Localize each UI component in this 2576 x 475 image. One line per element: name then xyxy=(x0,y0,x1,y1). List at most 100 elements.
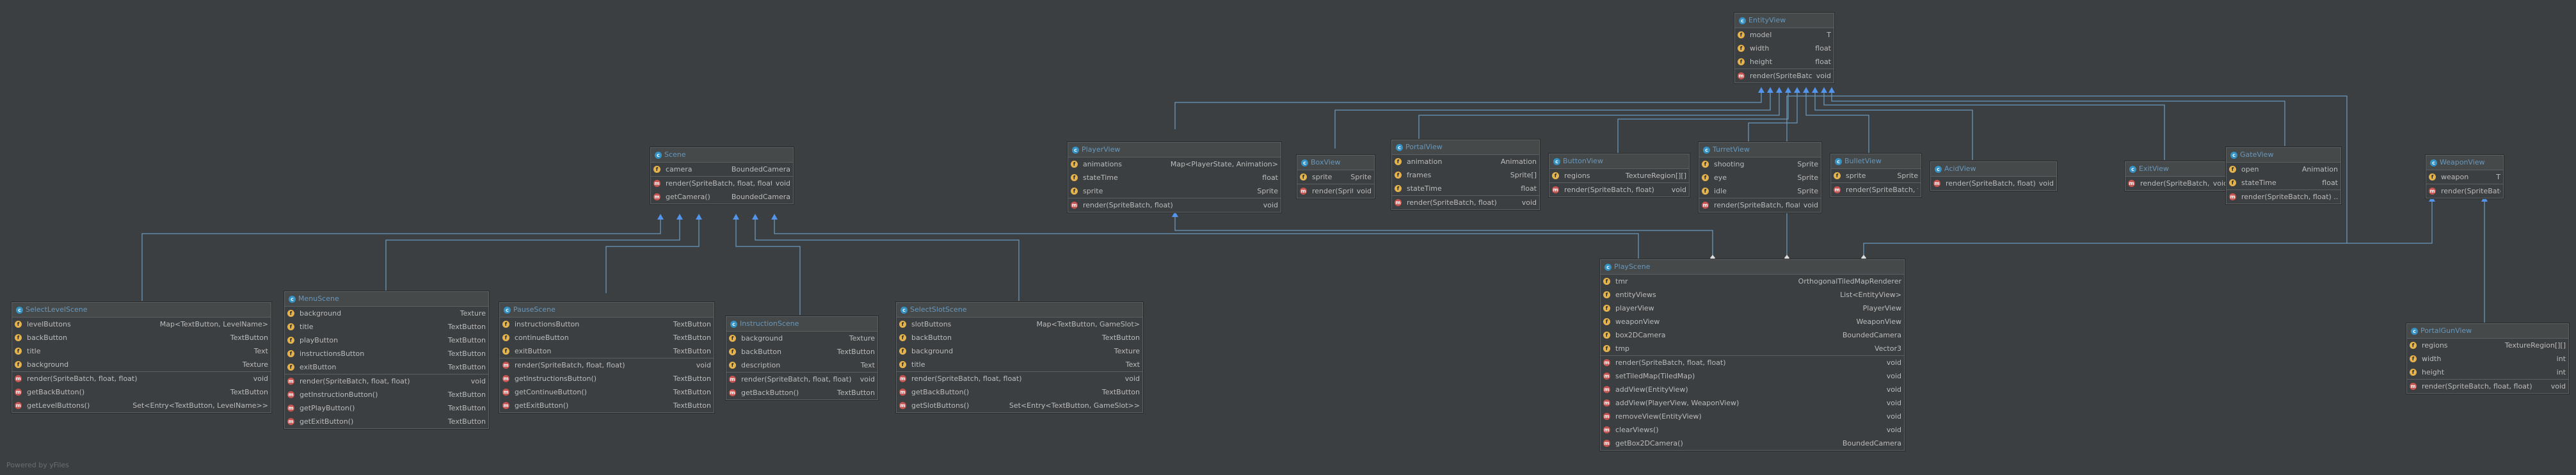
field-icon: f xyxy=(899,348,906,355)
class-box-view[interactable]: cBoxViewfspriteSpritemrender(SpriteBatch… xyxy=(1297,155,1375,198)
class-icon: c xyxy=(1835,157,1842,165)
field-name: stateTime xyxy=(1407,184,1442,193)
method-icon: m xyxy=(1933,180,1940,187)
method-type: void xyxy=(775,179,790,188)
method-icon: m xyxy=(287,378,294,385)
field-name: sprite xyxy=(1312,173,1332,181)
field-icon: f xyxy=(1395,158,1402,165)
field-type: Texture xyxy=(849,334,875,342)
method-name: render(SpriteBatch, float) xyxy=(1750,72,1812,80)
field-name: frames xyxy=(1407,171,1432,179)
field-name: tmp xyxy=(1615,344,1630,353)
method-type: void xyxy=(696,361,711,369)
edge-pausescene-scene xyxy=(605,218,700,293)
class-icon: c xyxy=(1072,146,1079,154)
method-icon: m xyxy=(502,375,509,382)
method-type: TextButton xyxy=(673,374,711,383)
field-name: instructionsButton xyxy=(300,350,365,358)
class-name: TurretView xyxy=(1713,145,1750,154)
method-name: getBackButton() xyxy=(27,388,85,396)
field-name: levelButtons xyxy=(27,320,71,328)
field-icon: f xyxy=(1071,174,1078,181)
field-type: TextureRegion[][] xyxy=(1625,172,1686,180)
method-name: getInstructionButton() xyxy=(300,390,378,399)
edge-menuscene-scene xyxy=(385,218,680,291)
method-type: TextButton xyxy=(1101,388,1140,396)
field-icon: f xyxy=(729,335,736,342)
field-type: TextButton xyxy=(836,348,875,356)
class-icon: c xyxy=(1396,143,1403,151)
method-icon: m xyxy=(1603,386,1610,393)
class-name: PauseScene xyxy=(513,305,556,314)
field-icon: f xyxy=(899,361,906,368)
method-type: BoundedCamera xyxy=(1842,439,1901,447)
field-type: Text xyxy=(253,347,268,355)
field-name: backButton xyxy=(911,334,952,342)
method-type: Set<Entry<TextButton, GameSlot>> xyxy=(1009,401,1140,410)
edge-selectlevelscene-scene xyxy=(141,218,661,301)
field-icon: f xyxy=(15,334,22,341)
field-icon: f xyxy=(1552,172,1559,179)
field-icon: f xyxy=(1300,173,1307,181)
field-type: TextButton xyxy=(447,363,486,371)
field-type: Sprite[] xyxy=(1510,171,1537,179)
edge-instructionscene-scene xyxy=(735,218,801,315)
method-icon: m xyxy=(2410,383,2417,390)
field-icon: f xyxy=(287,310,294,317)
method-icon: m xyxy=(653,193,660,200)
method-type: TextButton xyxy=(447,417,486,426)
class-name: MenuScene xyxy=(298,294,339,303)
field-icon: f xyxy=(1603,305,1610,312)
field-name: instructionsButton xyxy=(515,320,580,328)
class-icon: c xyxy=(16,306,23,314)
class-icon: c xyxy=(504,306,511,314)
method-icon: m xyxy=(1395,199,1402,206)
class-name: ButtonView xyxy=(1563,157,1603,165)
